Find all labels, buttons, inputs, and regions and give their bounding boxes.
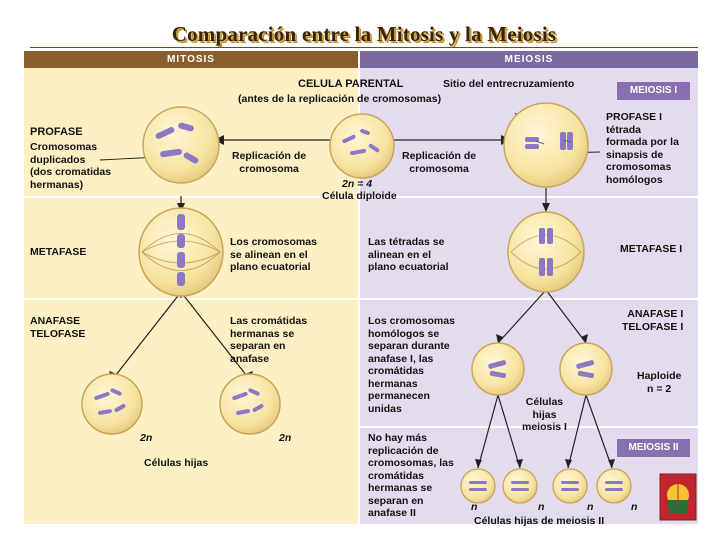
meiosis-prophase1-cell <box>503 102 589 188</box>
parent-cell <box>329 113 395 179</box>
anaphase-label: ANAFASE TELOFASE <box>30 315 86 340</box>
two-n-left: 2n <box>140 432 153 444</box>
anaphase1-label: ANAFASE I TELOFASE I <box>622 308 684 333</box>
no-more-replication-description: No hay más replicación de cromosomas, la… <box>368 432 454 519</box>
page-title: Comparación entre la Mitosis y la Meiosi… <box>171 22 557 46</box>
two-n-right: 2n <box>279 432 292 444</box>
diploid-cell-label: Célula diploide <box>322 190 397 202</box>
n-label-2: n <box>538 501 545 513</box>
anaphase-description: Las cromátidas hermanas se separan en an… <box>230 315 308 365</box>
metaphase-description: Los cromosomas se alinean en el plano ec… <box>230 236 317 273</box>
meiosis2-box: MEIOSIS II <box>617 439 690 457</box>
parent-cell-sublabel: (antes de la replicación de cromosomas) <box>238 93 442 105</box>
diploid-count: 2n = 4 <box>342 178 373 190</box>
n-label-3: n <box>587 501 594 513</box>
title-rule <box>30 47 698 48</box>
replication-left-label: Replicación de cromosoma <box>232 150 307 175</box>
meiosis2-daughter-cell-1 <box>460 468 496 504</box>
meiosis2-daughter-cell-4 <box>596 468 632 504</box>
meiosis2-daughter-cell-2 <box>502 468 538 504</box>
mitosis-header: MITOSIS <box>24 51 358 68</box>
meiosis1-daughter-cell-right <box>559 342 613 396</box>
meiosis-metaphase1-cell <box>507 211 585 293</box>
prophase1-label: PROFASE I tétrada formada por la sinapsi… <box>606 111 679 186</box>
daughter-meiosis2-label: Células hijas de meiosis II <box>474 515 605 527</box>
mitosis-daughter-cell-right <box>219 373 281 435</box>
prophase-label: PROFASE <box>30 126 83 138</box>
mitosis-prophase-cell <box>142 106 220 184</box>
daughter-cells-label: Células hijas <box>144 457 209 469</box>
meiosis1-daughter-cell-left <box>471 342 525 396</box>
mitosis-daughter-cell-left <box>81 373 143 435</box>
row-separators <box>24 196 698 428</box>
institution-logo-icon <box>659 473 697 521</box>
tetrads-description: Las tétradas se alinean en el plano ecua… <box>368 236 449 273</box>
metaphase-label: METAFASE <box>30 246 87 258</box>
parent-cell-label: CELULA PARENTAL <box>298 78 404 90</box>
daughter-meiosis1-label: Células hijas meiosis I <box>522 396 567 433</box>
homologs-description: Los cromosomas homólogos se separan dura… <box>368 315 455 415</box>
meiosis1-box: MEIOSIS I <box>617 82 690 100</box>
crossover-site-label: Sitio del entrecruzamiento <box>443 78 575 90</box>
meiosis2-daughter-cell-3 <box>552 468 588 504</box>
metaphase1-label: METAFASE I <box>620 243 683 255</box>
lineage-lines <box>111 188 613 469</box>
mitosis-metaphase-cell <box>138 207 224 297</box>
replication-right-label: Replicación de cromosoma <box>402 150 477 175</box>
prophase-description: Cromosomas duplicados (dos cromatidas he… <box>30 141 112 191</box>
n-label-4: n <box>631 501 638 513</box>
n-label-1: n <box>471 501 478 513</box>
meiosis-header: MEIOSIS <box>360 51 698 68</box>
haploid-label: Haploide n = 2 <box>637 370 682 395</box>
